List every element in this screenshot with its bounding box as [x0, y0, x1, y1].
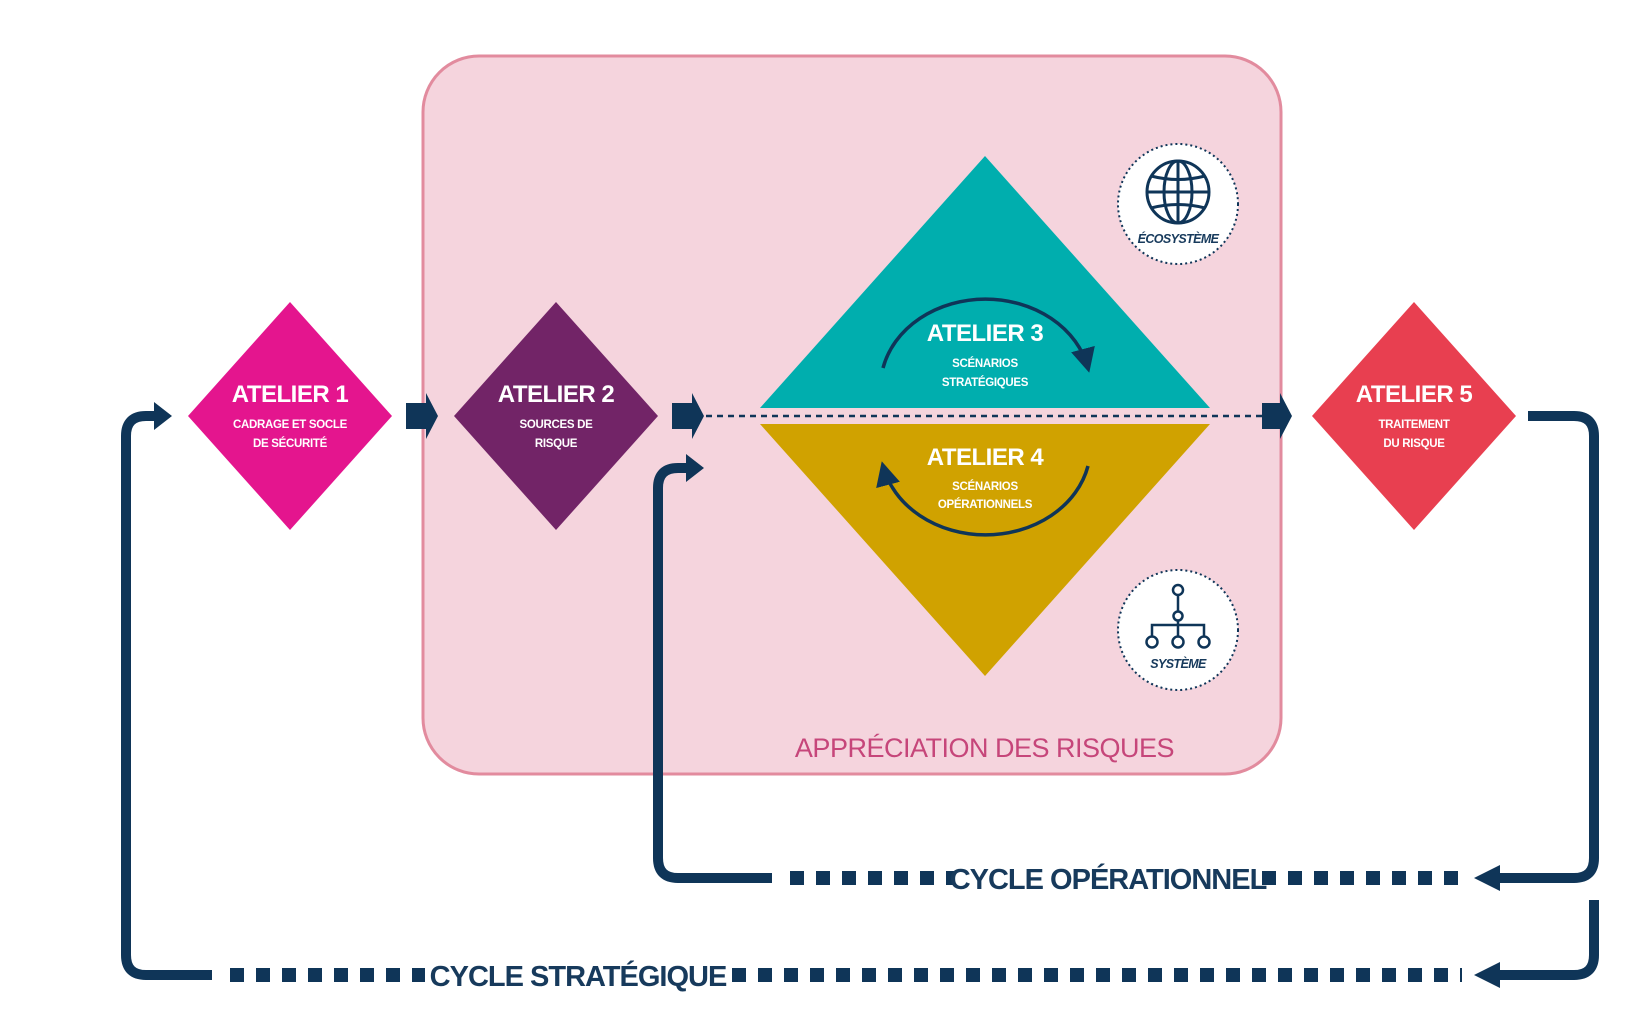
atelier-4-title: ATELIER 4: [927, 444, 1045, 471]
atelier-5-line2: DU RISQUE: [1383, 438, 1445, 450]
atelier-3-title: ATELIER 3: [927, 320, 1044, 347]
network-icon: [1145, 583, 1211, 649]
atelier-3: ATELIER 3 SCÉNARIOS STRATÉGIQUES: [760, 156, 1210, 408]
ecosysteme-badge: ÉCOSYSTÈME: [1117, 143, 1239, 265]
ecosysteme-label: ÉCOSYSTÈME: [1138, 231, 1220, 246]
risk-appraisal-label: APPRÉCIATION DES RISQUES: [795, 733, 1174, 763]
atelier-3-cycle-arrow: [881, 297, 1095, 373]
atelier-2-line1: SOURCES DE: [519, 419, 593, 431]
atelier-1-title: ATELIER 1: [232, 381, 349, 408]
flow-connectors: [406, 393, 1292, 439]
atelier-4-cycle-arrow: [876, 461, 1090, 537]
globe-icon: [1145, 159, 1211, 225]
strategic-cycle: CYCLE STRATÉGIQUE: [121, 402, 1599, 993]
atelier-5-title: ATELIER 5: [1356, 381, 1473, 408]
atelier-1-line2: DE SÉCURITÉ: [253, 437, 328, 450]
atelier-2-title: ATELIER 2: [498, 381, 615, 408]
strategic-cycle-label: CYCLE STRATÉGIQUE: [430, 959, 727, 993]
systeme-badge: SYSTÈME: [1117, 569, 1239, 691]
systeme-label: SYSTÈME: [1150, 656, 1207, 671]
operational-cycle: CYCLE OPÉRATIONNEL: [653, 411, 1599, 896]
operational-cycle-label: CYCLE OPÉRATIONNEL: [950, 862, 1267, 896]
atelier-1-line1: CADRAGE ET SOCLE: [233, 419, 348, 431]
atelier-3-line1: SCÉNARIOS: [952, 357, 1018, 370]
atelier-3-line2: STRATÉGIQUES: [942, 376, 1029, 389]
atelier-5-line1: TRAITEMENT: [1378, 419, 1449, 431]
atelier-2: ATELIER 2 SOURCES DE RISQUE: [454, 302, 658, 530]
atelier-2-line2: RISQUE: [535, 438, 578, 450]
atelier-4: ATELIER 4 SCÉNARIOS OPÉRATIONNELS: [760, 424, 1210, 676]
atelier-4-line2: OPÉRATIONNELS: [938, 498, 1033, 511]
atelier-1: ATELIER 1 CADRAGE ET SOCLE DE SÉCURITÉ: [188, 302, 392, 530]
atelier-5: ATELIER 5 TRAITEMENT DU RISQUE: [1312, 302, 1516, 530]
atelier-4-line1: SCÉNARIOS: [952, 480, 1018, 493]
